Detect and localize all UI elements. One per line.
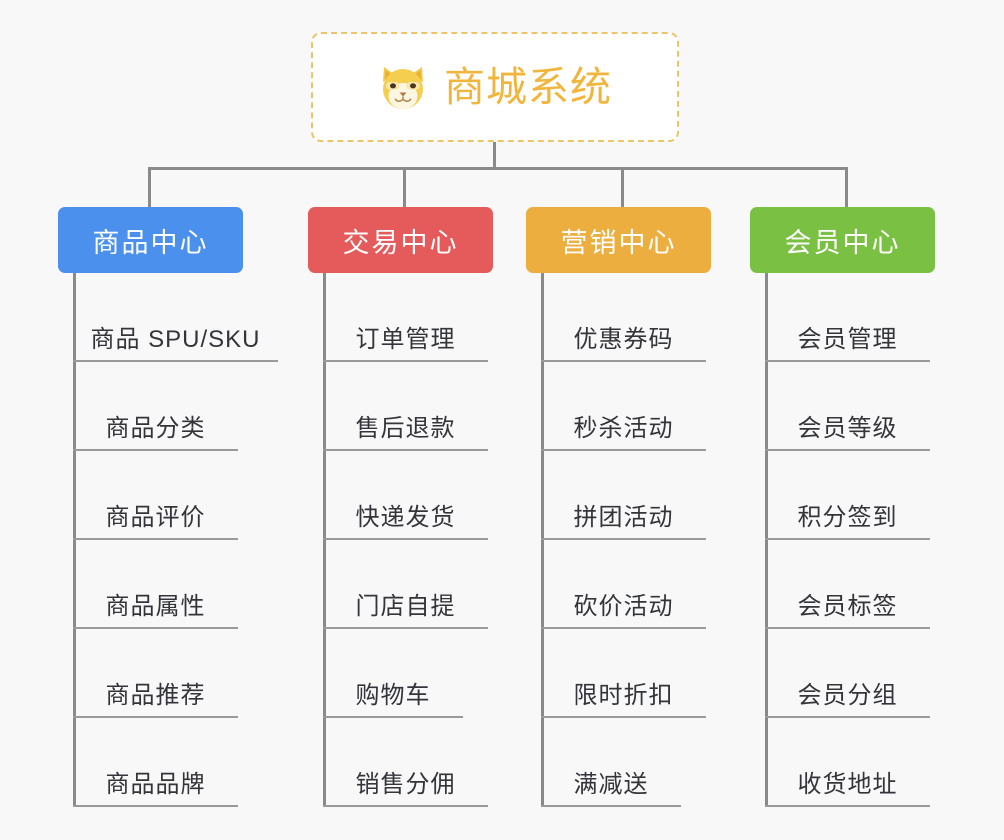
leaf-label: 拼团活动 — [573, 504, 674, 531]
leaf-label: 订单管理 — [355, 326, 456, 353]
category-header-1[interactable]: 商品中心 — [58, 207, 243, 273]
column-spine-2 — [323, 273, 326, 807]
leaf-item[interactable]: 砍价活动 — [541, 540, 706, 629]
leaf-item[interactable]: 销售分佣 — [323, 718, 488, 807]
leaf-item[interactable]: 拼团活动 — [541, 451, 706, 540]
shiba-dog-face-icon — [378, 63, 428, 111]
leaf-item[interactable]: 订单管理 — [323, 273, 488, 362]
category-header-2[interactable]: 交易中心 — [308, 207, 493, 273]
leaf-label: 会员分组 — [797, 682, 898, 709]
connector-drop-3 — [621, 167, 624, 209]
leaf-item[interactable]: 商品 SPU/SKU — [73, 273, 278, 362]
leaf-label: 售后退款 — [355, 415, 456, 442]
leaf-list-2: 订单管理 售后退款 快递发货 门店自提 购物车 销售分佣 — [323, 273, 488, 807]
leaf-item[interactable]: 秒杀活动 — [541, 362, 706, 451]
leaf-item[interactable]: 门店自提 — [323, 540, 488, 629]
leaf-label: 会员管理 — [797, 326, 898, 353]
leaf-item[interactable]: 商品品牌 — [73, 718, 238, 807]
root-node-商城系统[interactable]: 商城系统 — [311, 32, 679, 142]
connector-drop-4 — [845, 167, 848, 209]
connector-drop-1 — [148, 167, 151, 209]
leaf-item[interactable]: 限时折扣 — [541, 629, 706, 718]
column-spine-1 — [73, 273, 76, 807]
leaf-item[interactable]: 售后退款 — [323, 362, 488, 451]
connector-root-stem — [493, 142, 496, 169]
leaf-list-3: 优惠券码 秒杀活动 拼团活动 砍价活动 限时折扣 满减送 — [541, 273, 706, 807]
leaf-label: 商品 SPU/SKU — [90, 326, 261, 353]
leaf-item[interactable]: 商品分类 — [73, 362, 238, 451]
leaf-item[interactable]: 满减送 — [541, 718, 681, 807]
leaf-label: 限时折扣 — [573, 682, 674, 709]
column-spine-4 — [765, 273, 768, 807]
leaf-label: 砍价活动 — [573, 593, 674, 620]
leaf-label: 优惠券码 — [573, 326, 674, 353]
leaf-item[interactable]: 优惠券码 — [541, 273, 706, 362]
column-spine-3 — [541, 273, 544, 807]
leaf-label: 秒杀活动 — [573, 415, 674, 442]
root-node-title: 商城系统 — [444, 63, 612, 110]
connector-horizontal-bus — [148, 167, 848, 170]
leaf-item[interactable]: 会员标签 — [765, 540, 930, 629]
leaf-label: 门店自提 — [355, 593, 456, 620]
leaf-label: 快递发货 — [355, 504, 456, 531]
leaf-label: 满减送 — [573, 771, 649, 798]
category-header-4[interactable]: 会员中心 — [750, 207, 935, 273]
leaf-item[interactable]: 快递发货 — [323, 451, 488, 540]
leaf-item[interactable]: 商品属性 — [73, 540, 238, 629]
leaf-item[interactable]: 商品评价 — [73, 451, 238, 540]
category-header-3-label: 营销中心 — [560, 227, 677, 258]
leaf-label: 商品推荐 — [105, 682, 206, 709]
leaf-item[interactable]: 积分签到 — [765, 451, 930, 540]
leaf-item[interactable]: 商品推荐 — [73, 629, 238, 718]
leaf-item[interactable]: 购物车 — [323, 629, 463, 718]
leaf-label: 商品品牌 — [105, 771, 206, 798]
leaf-label: 会员等级 — [797, 415, 898, 442]
leaf-item[interactable]: 会员等级 — [765, 362, 930, 451]
leaf-item[interactable]: 会员管理 — [765, 273, 930, 362]
leaf-label: 商品评价 — [105, 504, 206, 531]
leaf-label: 收货地址 — [797, 771, 898, 798]
leaf-label: 购物车 — [355, 682, 431, 709]
leaf-label: 商品分类 — [105, 415, 206, 442]
leaf-list-4: 会员管理 会员等级 积分签到 会员标签 会员分组 收货地址 — [765, 273, 930, 807]
leaf-item[interactable]: 会员分组 — [765, 629, 930, 718]
leaf-list-1: 商品 SPU/SKU 商品分类 商品评价 商品属性 商品推荐 商品品牌 — [73, 273, 278, 807]
leaf-label: 积分签到 — [797, 504, 898, 531]
category-header-3[interactable]: 营销中心 — [526, 207, 711, 273]
category-header-4-label: 会员中心 — [784, 227, 901, 258]
leaf-label: 会员标签 — [797, 593, 898, 620]
leaf-item[interactable]: 收货地址 — [765, 718, 930, 807]
connector-drop-2 — [403, 167, 406, 209]
leaf-label: 商品属性 — [105, 593, 206, 620]
leaf-label: 销售分佣 — [355, 771, 456, 798]
category-header-2-label: 交易中心 — [342, 227, 459, 258]
category-header-1-label: 商品中心 — [92, 227, 209, 258]
